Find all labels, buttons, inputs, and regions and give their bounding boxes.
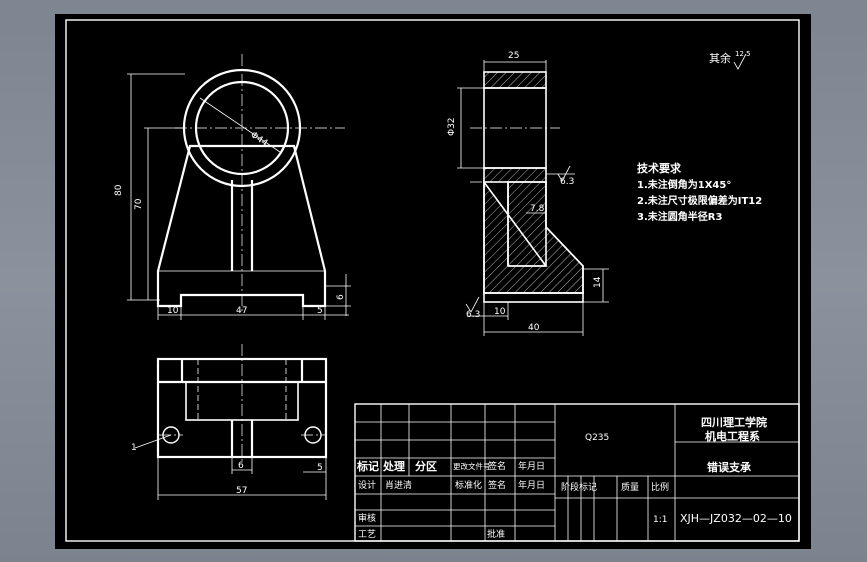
front-dim-80: 80 [114, 184, 124, 196]
front-dim-47: 47 [236, 306, 247, 316]
front-body-outline [156, 144, 327, 308]
tb-sign-label: 签名 [488, 460, 506, 472]
side-view: 25 Φ32 6.3 7.8 14 10 40 6.3 [447, 51, 609, 336]
drawing-sheet: Φ44 80 70 10 47 5 6 [55, 14, 811, 549]
tb-standard-label: 标准化 [455, 479, 482, 491]
tb-scale: 1:1 [653, 515, 667, 525]
tb-designer: 肖进清 [385, 479, 412, 491]
tb-change-label: 更改文件号 [453, 461, 491, 471]
tb-school-1: 四川理工学院 [701, 415, 767, 429]
top-hole-leader [134, 434, 172, 449]
top-dim-57: 57 [236, 486, 247, 496]
tech-note-2: 2.未注尺寸极限偏差为IT12 [637, 194, 762, 207]
tb-process-label: 处理 [382, 459, 405, 473]
title-block: Q235 四川理工学院 机电工程系 错误支承 XJH—JZ032—02—10 1… [354, 403, 800, 542]
drawing-canvas: Φ44 80 70 10 47 5 6 [65, 19, 800, 542]
side-dim-25: 25 [508, 51, 519, 61]
top-dim-6: 6 [238, 461, 244, 471]
side-lower-hatch [483, 167, 547, 183]
side-base [483, 292, 584, 303]
front-view: Φ44 80 70 10 47 5 6 [114, 54, 351, 320]
side-dim-14: 14 [593, 276, 603, 288]
roughness-rest-value: 12.5 [735, 50, 751, 58]
front-dim-70: 70 [134, 198, 144, 210]
side-dim-32: Φ32 [447, 117, 457, 136]
tb-material: Q235 [585, 433, 609, 443]
tech-note-3: 3.未注圆角半径R3 [637, 210, 722, 223]
tb-school-2: 机电工程系 [705, 429, 760, 443]
tb-date-label: 年月日 [518, 460, 545, 472]
side-section-body [483, 179, 584, 294]
tb-sign-label-2: 签名 [488, 479, 506, 491]
tech-notes-title: 技术要求 [637, 161, 682, 175]
tb-check-label: 审核 [358, 512, 376, 524]
front-dim-10: 10 [167, 306, 179, 316]
tb-mark-label: 标记 [356, 459, 379, 473]
roughness-rest-label: 其余 [709, 51, 731, 65]
front-dim-6: 6 [336, 294, 346, 300]
top-view: 1 6 5 57 [131, 344, 328, 500]
side-rough-symbol [557, 165, 571, 182]
tb-zone-label: 分区 [415, 459, 437, 473]
tb-tech-label: 工艺 [358, 529, 376, 540]
front-dim-5: 5 [317, 306, 323, 316]
side-bottom-rough-label: 6.3 [466, 310, 480, 320]
front-dia-leader [199, 97, 281, 153]
side-rough-label: 6.3 [560, 177, 574, 187]
tb-drawing-no: XJH—JZ032—02—10 [680, 512, 792, 525]
side-outline [483, 182, 584, 294]
side-dim-10: 10 [494, 307, 506, 317]
tb-date-label-2: 年月日 [518, 479, 545, 491]
tb-approve-label: 批准 [487, 528, 505, 540]
tech-notes: 技术要求 1.未注倒角为1X45° 2.未注尺寸极限偏差为IT12 3.未注圆角… [637, 161, 762, 223]
roughness-rest-symbol [733, 53, 747, 70]
tb-stage-label: 阶段标记 [561, 481, 597, 493]
side-top-hatch [483, 71, 547, 89]
tb-design-label: 设计 [358, 479, 376, 491]
tb-part-name: 错误支承 [707, 460, 752, 474]
tech-note-1: 1.未注倒角为1X45° [637, 178, 731, 191]
top-dim-5: 5 [317, 463, 323, 473]
top-hole-label: 1 [131, 443, 137, 453]
side-dim-rib: 7.8 [530, 204, 545, 214]
side-dim-40: 40 [528, 323, 540, 333]
roughness-note: 其余 12.5 [709, 50, 751, 70]
side-bottom-rough-symbol [465, 296, 480, 313]
title-block-frame [354, 403, 800, 542]
tb-scale-label: 比例 [651, 481, 669, 493]
tb-mass-label: 质量 [621, 481, 639, 493]
